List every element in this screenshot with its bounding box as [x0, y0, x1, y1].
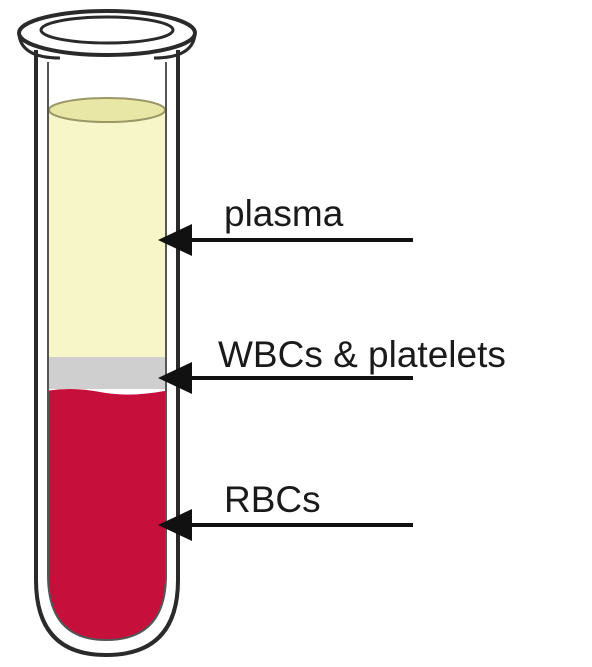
plasma-layer [40, 110, 180, 360]
plasma-label: plasma [224, 193, 344, 234]
buffy-coat-label: WBCs & platelets [218, 334, 506, 375]
rbc-label: RBCs [224, 479, 321, 520]
buffy-coat-layer [40, 357, 180, 389]
plasma-meniscus [49, 98, 165, 122]
tube-rim-inner [41, 17, 173, 43]
tube-contents [40, 98, 180, 660]
